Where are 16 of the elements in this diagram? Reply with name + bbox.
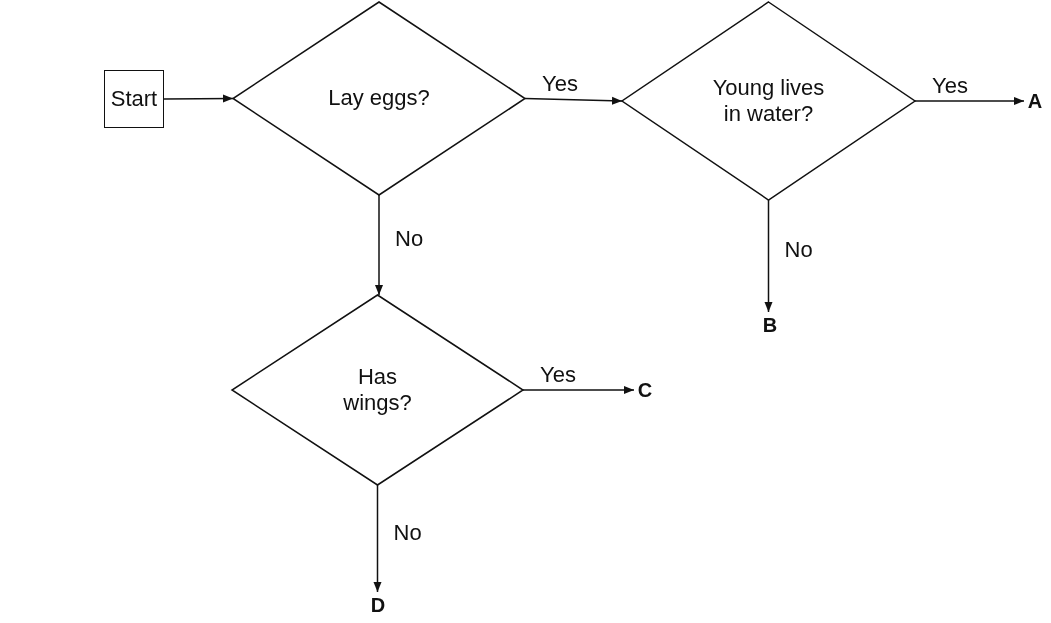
node-text: Lay eggs? (328, 85, 430, 112)
node-text: Has wings? (342, 363, 413, 417)
outcome-label: B (759, 312, 781, 338)
outcome-label: C (634, 377, 656, 403)
arrow (373, 484, 382, 593)
arrow (163, 94, 234, 103)
arrow (522, 386, 635, 394)
node-text: Start (110, 85, 158, 113)
arrow (764, 199, 773, 313)
arrow (914, 97, 1025, 105)
arrow (375, 194, 383, 296)
outcome-label: A (1024, 88, 1046, 114)
process-box (104, 70, 164, 128)
node-text: Young lives in water? (711, 74, 826, 128)
outcome-label: D (367, 592, 389, 618)
arrow (524, 96, 623, 105)
